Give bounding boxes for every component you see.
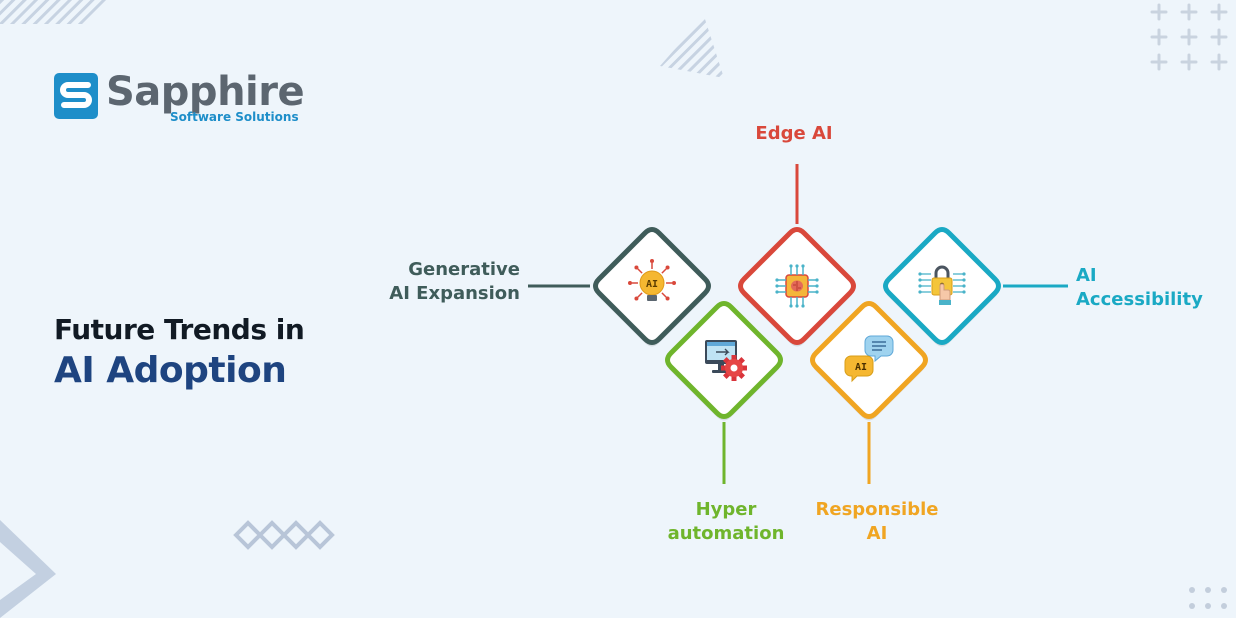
label-line: Generative — [408, 259, 520, 280]
label-hyper-automation: Hyper automation — [654, 498, 798, 546]
page-title: Future Trends in AI Adoption — [54, 312, 305, 394]
diamond-row-decor — [233, 520, 335, 550]
label-line: Responsible — [815, 499, 939, 520]
title-line-1: Future Trends in — [54, 313, 305, 346]
ai-chat-icon: AI — [844, 335, 894, 383]
plus-grid-decor — [1150, 3, 1228, 71]
title-line-2: AI Adoption — [54, 350, 287, 391]
label-line: AI — [1076, 265, 1097, 286]
icon-text: AI — [646, 279, 658, 290]
triangle-stripes-decor — [660, 16, 724, 78]
chevron-decor — [0, 520, 56, 618]
sapphire-s-logo-icon — [54, 73, 98, 119]
dot-grid-decor — [1189, 587, 1227, 609]
diamond-ai-accessibility — [883, 227, 1001, 347]
chip-brain-icon — [775, 264, 819, 308]
monitor-gear-icon — [705, 340, 747, 381]
label-line: AI Expansion — [389, 283, 520, 304]
lock-hand-icon — [918, 265, 966, 305]
label-generative-ai-expansion: Generative AI Expansion — [389, 258, 520, 306]
label-line: Accessibility — [1076, 289, 1203, 310]
ai-lightbulb-icon: AI — [628, 259, 676, 301]
corner-stripes-decor — [0, 0, 112, 24]
diamond-generative-ai-expansion: AI — [593, 227, 711, 347]
brand-logo: Sapphire Software Solutions — [54, 69, 305, 124]
label-responsible-ai: Responsible AI — [800, 498, 954, 546]
label-line: Hyper — [695, 499, 757, 520]
label-line: automation — [667, 523, 785, 544]
label-line: Edge AI — [755, 123, 833, 144]
label-line: AI — [866, 523, 888, 544]
icon-text: AI — [855, 362, 867, 373]
diamond-edge-ai — [738, 227, 856, 347]
diamond-hyper-automation — [665, 301, 783, 421]
brand-tagline: Software Solutions — [170, 110, 299, 124]
diamond-responsible-ai: AI — [810, 301, 928, 421]
label-edge-ai: Edge AI — [734, 122, 854, 146]
brand-name: Sapphire — [106, 69, 305, 115]
label-ai-accessibility: AI Accessibility — [1076, 264, 1203, 312]
